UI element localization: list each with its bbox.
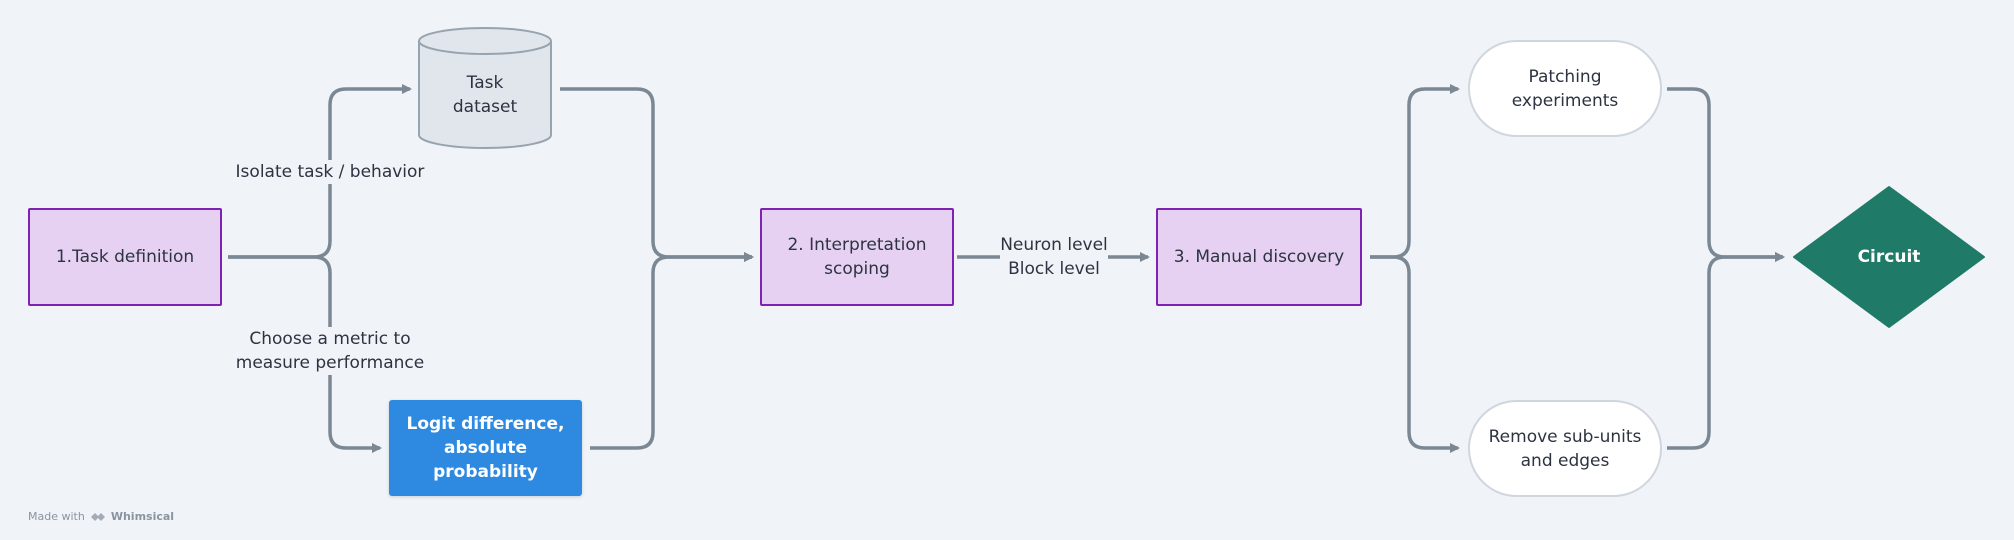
watermark[interactable]: Made with Whimsical [28,510,174,523]
logit-difference-node[interactable]: Logit difference, absolute probability [389,400,582,496]
task-dataset-node[interactable]: Task dataset [419,58,551,132]
manual-discovery-label: 3. Manual discovery [1173,247,1345,267]
edge-dataset-to-scoping [560,87,754,262]
task-definition-node[interactable]: 1.Task definition [28,208,222,306]
watermark-made-with: Made with [28,510,85,523]
edge-remove-to-circuit [1667,252,1785,450]
logit-difference-label: Logit difference, absolute probability [406,414,565,482]
edge-discovery-to-patching [1370,84,1460,259]
remove-subunits-label: Remove sub-units and edges [1488,426,1642,471]
remove-subunits-node[interactable]: Remove sub-units and edges [1468,400,1662,497]
watermark-brand: Whimsical [110,510,175,523]
manual-discovery-node[interactable]: 3. Manual discovery [1156,208,1362,306]
interpretation-scoping-node[interactable]: 2. Interpretation scoping [760,208,954,306]
edge-label-isolate-task: Isolate task / behavior [230,160,430,184]
task-dataset-label: Task dataset [452,73,518,117]
circuit-diamond[interactable] [1793,186,1985,328]
edge-metric-to-scoping [590,252,754,450]
edge-label-granularity: Neuron level Block level [1000,235,1108,279]
task-definition-label: 1.Task definition [55,247,195,267]
edge-discovery-to-remove [1370,255,1460,453]
patching-experiments-node[interactable]: Patching experiments [1468,40,1662,137]
patching-experiments-label: Patching experiments [1511,66,1619,111]
circuit-node: Circuit [1814,237,1964,277]
edge-label-choose-metric: Choose a metric to measure performance [230,327,430,375]
circuit-label: Circuit [1857,247,1921,267]
whimsical-logo-icon [90,512,105,521]
edge-patching-to-circuit [1667,87,1785,262]
interpretation-scoping-label: 2. Interpretation scoping [787,235,927,279]
task-dataset-cylinder[interactable] [418,27,552,149]
